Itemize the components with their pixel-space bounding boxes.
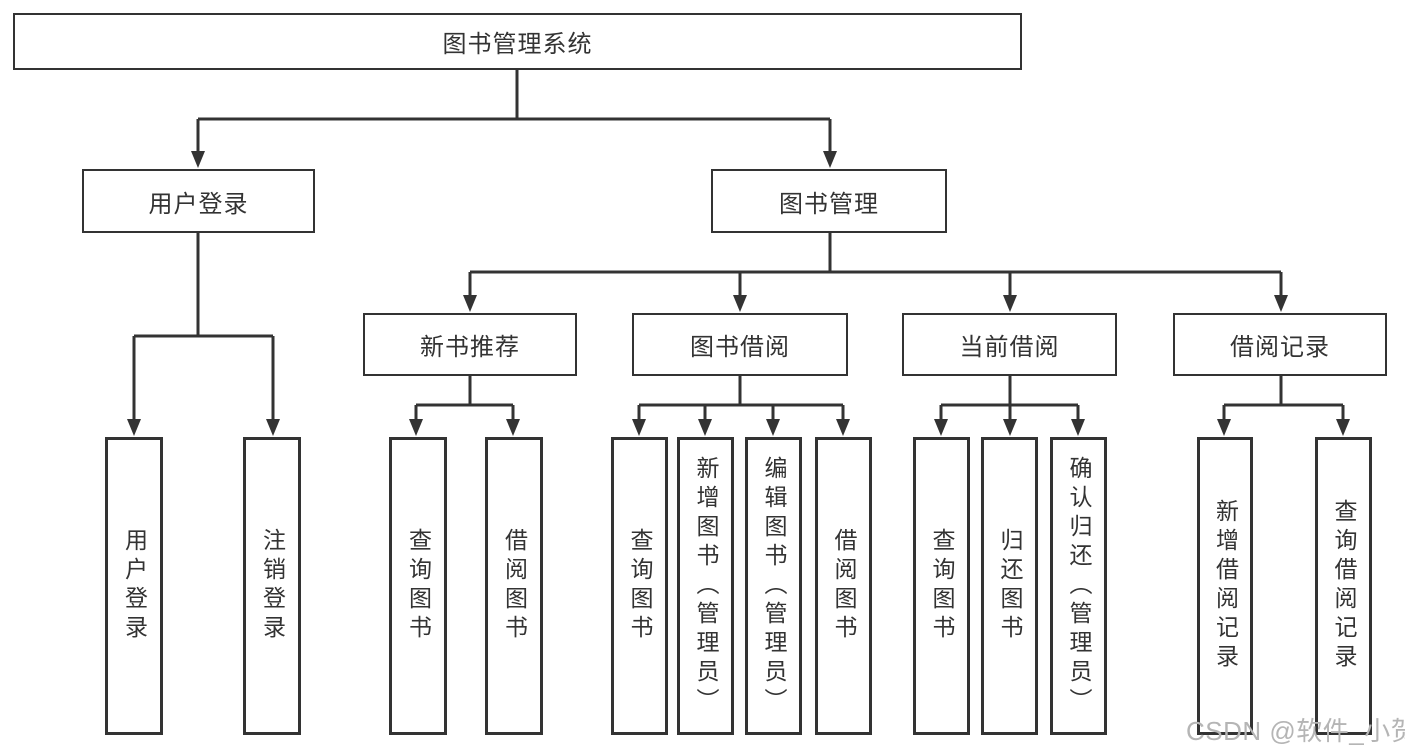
leaf-logout: 注销登录 <box>243 437 301 735</box>
node-label: 新书推荐 <box>420 334 520 361</box>
leaf-edit-books-admin: 编辑图书（管理员） <box>745 437 802 735</box>
node-book-borrow: 图书借阅 <box>632 313 848 376</box>
node-label: 查询图书 <box>627 528 653 644</box>
node-book-management: 图书管理 <box>711 169 947 233</box>
connector-user-login-branch <box>127 233 280 436</box>
node-label: 借阅记录 <box>1230 334 1330 361</box>
node-label: 查询图书 <box>405 528 432 644</box>
leaf-borrow-books: 借阅图书 <box>815 437 872 735</box>
leaf-query-books-recommend: 查询图书 <box>389 437 447 735</box>
node-label: 注销登录 <box>259 528 286 644</box>
node-label: 查询图书 <box>929 528 955 644</box>
connector-current-branch <box>934 376 1085 436</box>
node-user-login: 用户登录 <box>82 169 315 233</box>
connector-book-mgmt-branch <box>463 233 1288 312</box>
node-label: 图书管理 <box>779 190 879 218</box>
node-label: 确认归还（管理员） <box>1066 455 1092 717</box>
node-label: 新增借阅记录 <box>1212 499 1239 673</box>
node-label: 查询借阅记录 <box>1331 499 1357 673</box>
leaf-user-login: 用户登录 <box>105 437 163 735</box>
leaf-query-borrow-record: 查询借阅记录 <box>1315 437 1372 735</box>
node-label: 用户登录 <box>148 190 249 218</box>
node-label: 新增图书（管理员） <box>693 455 719 717</box>
node-label: 图书借阅 <box>690 334 790 361</box>
csdn-watermark: CSDN @软件_小贺同学 <box>1186 716 1405 746</box>
node-new-book-recommend: 新书推荐 <box>363 313 577 376</box>
node-label: 借阅图书 <box>831 528 857 644</box>
node-library-system-root: 图书管理系统 <box>13 13 1022 70</box>
node-label: 借阅图书 <box>501 528 528 644</box>
leaf-query-books-borrow: 查询图书 <box>611 437 668 735</box>
leaf-add-borrow-record: 新增借阅记录 <box>1197 437 1253 735</box>
connector-root-to-level2 <box>191 69 837 168</box>
leaf-borrow-books-recommend: 借阅图书 <box>485 437 543 735</box>
node-borrow-records: 借阅记录 <box>1173 313 1387 376</box>
leaf-query-books-current: 查询图书 <box>913 437 970 735</box>
leaf-return-books: 归还图书 <box>981 437 1038 735</box>
node-label: 用户登录 <box>121 528 148 644</box>
node-label: 图书管理系统 <box>442 31 593 58</box>
node-label: 当前借阅 <box>959 334 1060 361</box>
leaf-confirm-return-admin: 确认归还（管理员） <box>1050 437 1107 735</box>
node-current-borrow: 当前借阅 <box>902 313 1117 376</box>
connector-recommend-branch <box>409 376 520 436</box>
node-label: 编辑图书（管理员） <box>761 455 787 717</box>
connector-borrow-branch <box>632 376 850 436</box>
leaf-add-books-admin: 新增图书（管理员） <box>677 437 734 735</box>
node-label: 归还图书 <box>997 528 1023 644</box>
connector-records-branch <box>1217 376 1350 436</box>
